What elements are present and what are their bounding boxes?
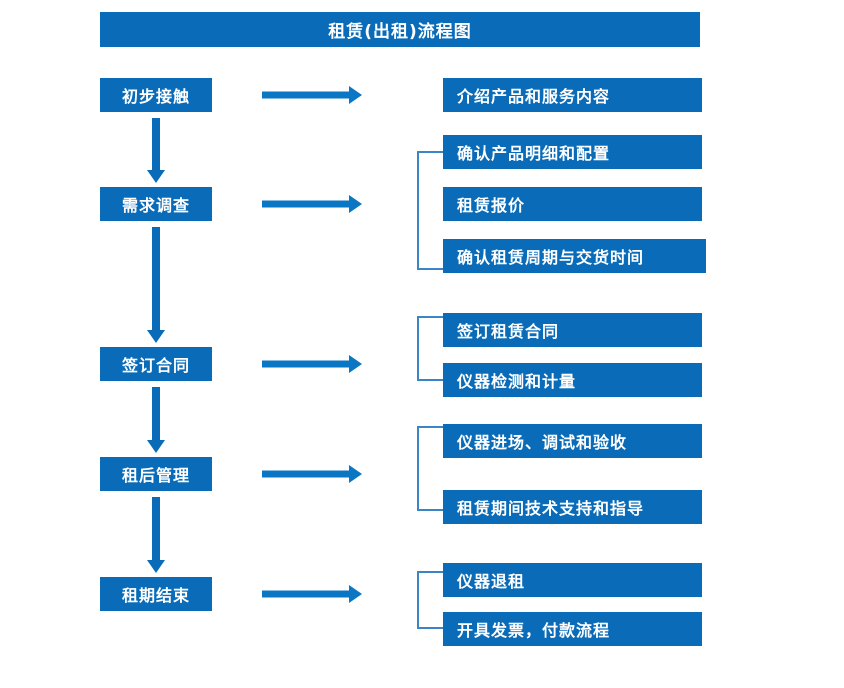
horizontal-arrow-rental-period-end-details <box>262 585 362 603</box>
stage-box-rental-period-end[interactable]: 租期结束 <box>100 577 212 611</box>
vertical-arrow-post-rental-management-to-rental-period-end <box>146 497 166 573</box>
detail-box-introduce-product-service[interactable]: 介绍产品和服务内容 <box>443 78 702 112</box>
detail-box-instrument-test-metering[interactable]: 仪器检测和计量 <box>443 363 702 397</box>
bracket-rental-period-end-group <box>417 571 443 629</box>
detail-box-instrument-return[interactable]: 仪器退租 <box>443 563 702 597</box>
bracket-needs-survey-group <box>417 151 443 270</box>
detail-box-confirm-product-spec-config[interactable]: 确认产品明细和配置 <box>443 135 702 169</box>
vertical-arrow-needs-survey-to-sign-contract <box>146 227 166 343</box>
horizontal-arrow-initial-contact-details <box>262 86 362 104</box>
vertical-arrow-initial-contact-to-needs-survey <box>146 118 166 183</box>
detail-box-rental-quotation[interactable]: 租赁报价 <box>443 187 702 221</box>
horizontal-arrow-needs-survey-details <box>262 195 362 213</box>
stage-box-post-rental-management[interactable]: 租后管理 <box>100 457 212 491</box>
stage-box-sign-contract[interactable]: 签订合同 <box>100 347 212 381</box>
detail-box-instrument-entry-debug-acceptance[interactable]: 仪器进场、调试和验收 <box>443 424 702 458</box>
page-title: 租赁(出租)流程图 <box>100 12 700 47</box>
detail-box-invoice-payment-process[interactable]: 开具发票，付款流程 <box>443 612 702 646</box>
vertical-arrow-sign-contract-to-post-rental-management <box>146 387 166 453</box>
bracket-post-rental-management-group <box>417 426 443 511</box>
horizontal-arrow-post-rental-management-details <box>262 465 362 483</box>
detail-box-confirm-rental-period-delivery[interactable]: 确认租赁周期与交货时间 <box>443 239 706 273</box>
stage-box-needs-survey[interactable]: 需求调查 <box>100 187 212 221</box>
bracket-sign-contract-group <box>417 316 443 381</box>
horizontal-arrow-sign-contract-details <box>262 355 362 373</box>
stage-box-initial-contact[interactable]: 初步接触 <box>100 78 212 112</box>
detail-box-sign-rental-contract[interactable]: 签订租赁合同 <box>443 313 702 347</box>
detail-box-rental-tech-support-guidance[interactable]: 租赁期间技术支持和指导 <box>443 490 702 524</box>
